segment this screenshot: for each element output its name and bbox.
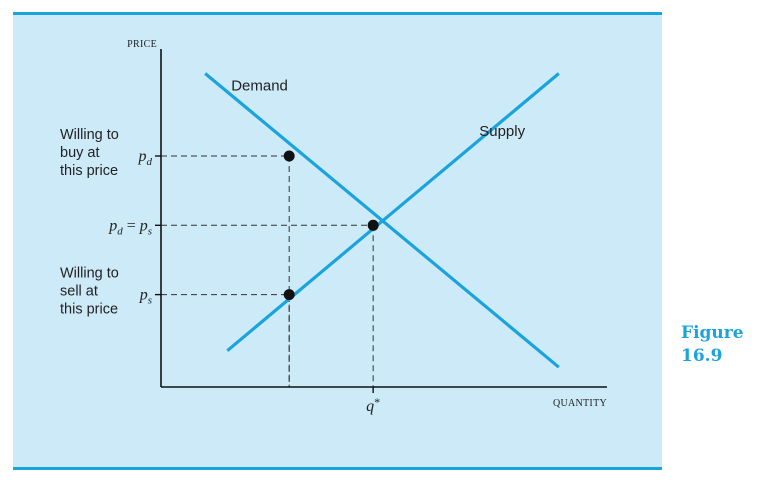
figure-word: Figure (681, 323, 744, 343)
point-demand-point (283, 150, 295, 162)
y-tick-label-0: pd (138, 148, 153, 168)
y-axis-label: PRICE (127, 39, 157, 50)
point-supply-point (283, 289, 295, 301)
series-line-supply (226, 72, 560, 352)
figure-caption: Figure 16.9 (681, 322, 744, 368)
y-tick-label-1: pd = ps (108, 217, 152, 237)
figure-number: 16.9 (681, 346, 723, 366)
demand-label: Demand (231, 78, 288, 95)
supply-label: Supply (479, 123, 525, 140)
y-tick-label-2: ps (139, 287, 152, 307)
x-tick-label-0: q* (366, 395, 380, 415)
figure-panel (13, 12, 662, 470)
x-axis-label: QUANTITY (553, 398, 607, 409)
bottom-rule (13, 467, 662, 470)
point-equilibrium (367, 219, 379, 231)
top-rule (13, 12, 662, 15)
